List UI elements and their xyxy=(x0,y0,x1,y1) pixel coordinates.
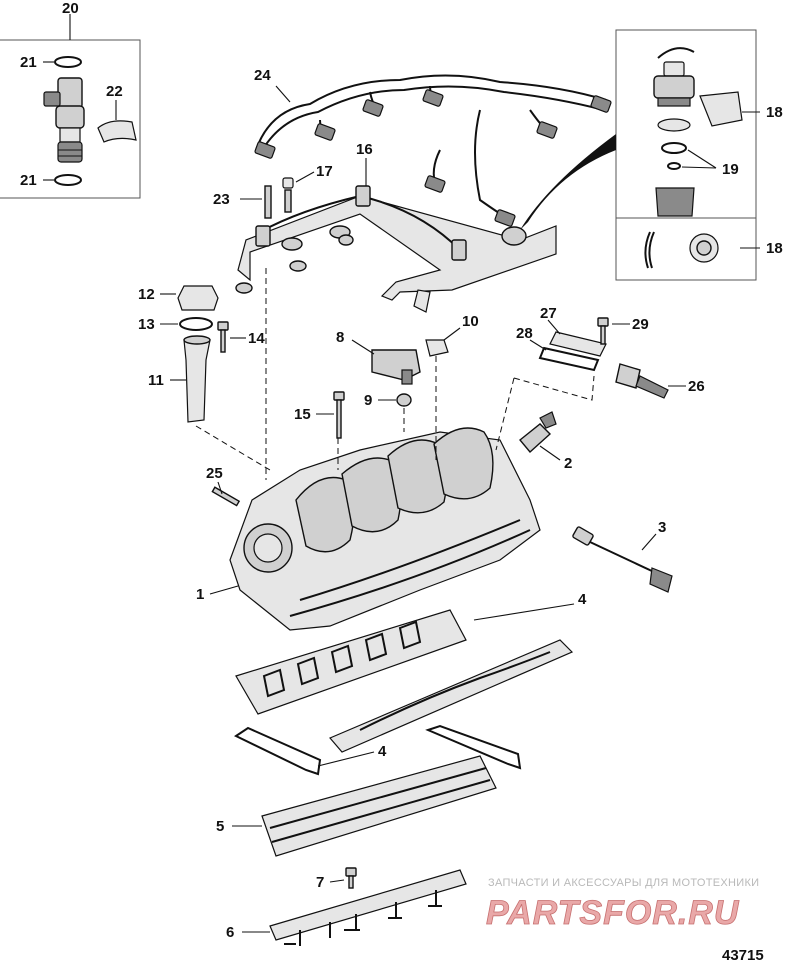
callout-5: 5 xyxy=(216,818,224,835)
watermark: ЗАПЧАСТИ И АКСЕССУАРЫ ДЛЯ МОТОТЕХНИКИ PA… xyxy=(486,877,759,932)
callout-14: 14 xyxy=(248,330,265,347)
callout-18-upper: 18 xyxy=(766,104,783,121)
oil-fill-tube: 11 xyxy=(148,335,211,423)
sensor-lead: 3 xyxy=(572,519,673,593)
callout-9: 9 xyxy=(364,392,372,409)
snap-ring xyxy=(657,47,695,59)
callout-1: 1 xyxy=(196,586,204,603)
o-ring-upper xyxy=(54,56,82,68)
callout-13: 13 xyxy=(138,316,155,333)
callout-12: 12 xyxy=(138,286,155,303)
callout-25: 25 xyxy=(206,465,223,482)
cover-bolt: 29 xyxy=(597,316,649,345)
callout-20: 20 xyxy=(62,0,79,17)
temperature-sensor: 26 xyxy=(615,363,705,399)
callout-2: 2 xyxy=(564,455,572,472)
callout-6: 6 xyxy=(226,924,234,941)
fuel-pressure-regulator xyxy=(653,61,695,107)
regulator-housing xyxy=(655,187,695,217)
callout-8: 8 xyxy=(336,329,344,346)
callout-18-lower: 18 xyxy=(766,240,783,257)
o-ring-lower xyxy=(54,174,82,186)
callout-17: 17 xyxy=(316,163,333,180)
callout-26: 26 xyxy=(688,378,705,395)
callout-21-lower: 21 xyxy=(20,172,37,189)
bracket-bolt: 7 xyxy=(316,867,357,891)
rail-stud: 23 xyxy=(213,185,272,219)
heat-shield: 5 xyxy=(216,755,497,857)
callout-15: 15 xyxy=(294,406,311,423)
end-seal-right: 4 xyxy=(317,724,522,770)
spring-clip xyxy=(644,231,655,269)
intake-gasket-left xyxy=(235,609,467,715)
callout-21-upper: 21 xyxy=(20,54,37,71)
callout-29: 29 xyxy=(632,316,649,333)
cover-gasket: 28 xyxy=(516,325,600,372)
support-bracket: 6 xyxy=(226,869,467,946)
callout-4-upper: 4 xyxy=(578,591,587,608)
regulator-retainer xyxy=(699,91,743,127)
wiring-harness: 24 xyxy=(254,67,612,227)
oil-fill-cap: 12 xyxy=(138,285,219,311)
callout-24: 24 xyxy=(254,67,271,84)
callout-19: 19 xyxy=(722,161,739,178)
callout-28: 28 xyxy=(516,325,533,342)
intake-gasket-right: 4 xyxy=(329,591,587,753)
grommet: 9 xyxy=(364,392,412,409)
sensor-nut: 10 xyxy=(425,313,479,357)
callout-23: 23 xyxy=(213,191,230,208)
regulator-o-ring-large xyxy=(657,118,691,132)
intake-manifold: 1 xyxy=(196,427,541,631)
map-sensor: 8 xyxy=(336,329,421,385)
fuel-injector xyxy=(43,77,85,163)
watermark-logo: PARTSFOR.RU xyxy=(486,894,740,932)
injector-inset: 20 21 21 22 xyxy=(0,0,141,199)
regulator-o-ring-small xyxy=(667,162,681,170)
callout-7: 7 xyxy=(316,874,324,891)
manifold-bolt: 15 xyxy=(294,391,345,439)
watermark-tagline: ЗАПЧАСТИ И АКСЕССУАРЫ ДЛЯ МОТОТЕХНИКИ xyxy=(488,877,759,889)
regulator-inset: 18 19 18 xyxy=(520,29,783,281)
callout-11: 11 xyxy=(148,372,164,389)
callout-22: 22 xyxy=(106,83,123,100)
coolant-temp-sender: 2 xyxy=(519,411,572,472)
alignment-lines xyxy=(195,268,595,480)
manifold-stud: 25 xyxy=(206,465,241,507)
callout-27: 27 xyxy=(540,305,557,322)
figure-number: 43715 xyxy=(722,947,764,964)
fuel-rail: 16 xyxy=(235,141,557,313)
callout-3: 3 xyxy=(658,519,666,536)
callout-10: 10 xyxy=(462,313,479,330)
regulator-o-ring-medium xyxy=(661,142,687,154)
callout-16: 16 xyxy=(356,141,373,158)
tube-bolt: 14 xyxy=(217,321,265,353)
callout-4-lower: 4 xyxy=(378,743,387,760)
oil-fill-o-ring: 13 xyxy=(138,316,213,333)
detail-pointer xyxy=(520,134,616,230)
end-seal-left xyxy=(233,726,322,776)
cover-plate: 27 xyxy=(540,305,607,357)
injector-clip xyxy=(97,120,137,143)
schrader-valve: 17 xyxy=(282,163,333,213)
